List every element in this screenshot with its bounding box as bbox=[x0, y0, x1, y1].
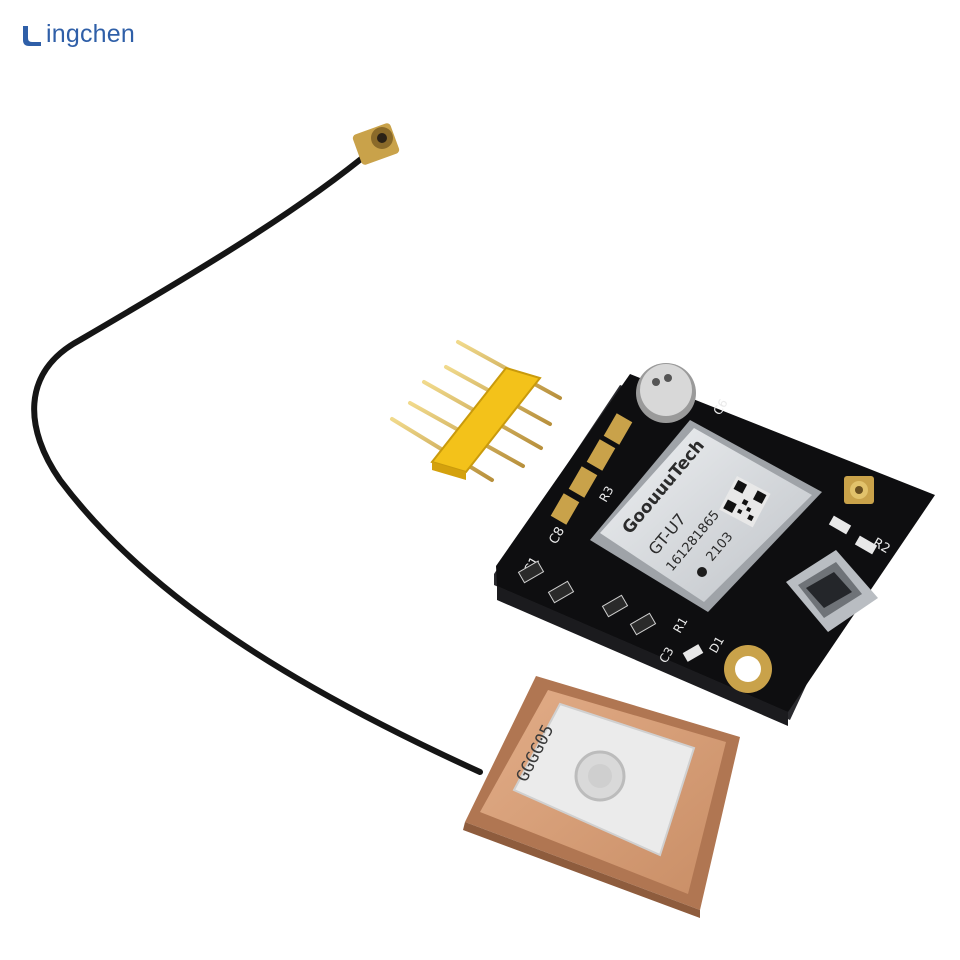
ufl-socket bbox=[844, 476, 874, 504]
patch-antenna: GGGG05 bbox=[463, 676, 740, 918]
silkscreen-r3: R3 bbox=[596, 484, 616, 505]
brand-mark-icon bbox=[23, 25, 41, 46]
antenna-cable bbox=[31, 147, 483, 775]
micro-usb-port bbox=[786, 550, 878, 632]
brand-name: ingchen bbox=[46, 20, 135, 48]
mounting-hole bbox=[724, 645, 772, 693]
ufl-plug bbox=[352, 123, 400, 165]
silkscreen-r1: R1 bbox=[670, 615, 690, 636]
gps-module-board: GoouuuTech GT-U7 161281865 2103 bbox=[494, 363, 935, 726]
silkscreen-c6: C6 bbox=[710, 397, 730, 418]
pin-header bbox=[390, 340, 562, 482]
qr-code bbox=[719, 476, 771, 528]
silkscreen-c3: C3 bbox=[656, 645, 676, 666]
brand-logo: ingchen bbox=[20, 22, 135, 47]
silkscreen-r2: R2 bbox=[870, 535, 892, 557]
